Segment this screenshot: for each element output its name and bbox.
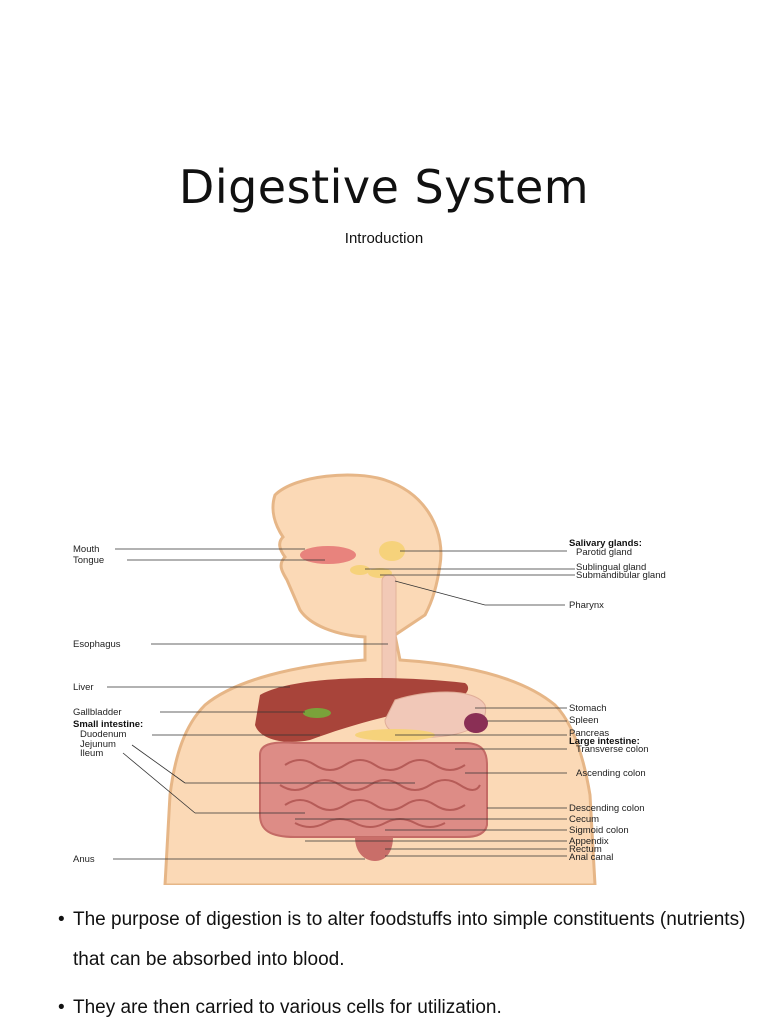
label-rectum: Rectum [569, 844, 602, 855]
label-anal-canal: Anal canal [569, 852, 613, 863]
digestive-system-diagram: Mouth Tongue Esophagus Liver Gallbladder… [55, 465, 735, 885]
label-small-intestine: Small intestine: [73, 719, 143, 730]
label-liver: Liver [73, 682, 94, 693]
label-pancreas: Pancreas [569, 728, 609, 739]
gallbladder-shape [303, 708, 331, 718]
bullet-item: The purpose of digestion is to alter foo… [58, 900, 748, 980]
label-spleen: Spleen [569, 715, 599, 726]
label-pharynx: Pharynx [569, 600, 604, 611]
mouth-tongue-shape [300, 546, 356, 564]
small-intestine-coils [279, 759, 481, 828]
bullet-list: The purpose of digestion is to alter foo… [58, 900, 748, 1036]
leader-lines [107, 548, 575, 860]
liver-shape [255, 678, 469, 742]
diagram-svg: Mouth Tongue Esophagus Liver Gallbladder… [73, 473, 666, 885]
label-stomach: Stomach [569, 703, 607, 714]
label-sublingual-gland: Sublingual gland [576, 562, 646, 573]
label-ascending-colon: Ascending colon [576, 768, 646, 779]
label-parotid-gland: Parotid gland [576, 547, 632, 558]
label-transverse-colon: Transverse colon [576, 744, 649, 755]
label-sigmoid-colon: Sigmoid colon [569, 825, 629, 836]
rectum-shape [355, 837, 393, 861]
label-cecum: Cecum [569, 814, 599, 825]
slide-title: Digestive System [178, 160, 590, 214]
esophagus-shape [381, 574, 397, 696]
label-anus: Anus [73, 854, 95, 865]
label-gallbladder: Gallbladder [73, 707, 122, 718]
label-large-intestine: Large intestine: [569, 736, 640, 747]
slide-subtitle: Introduction [344, 230, 424, 247]
label-duodenum: Duodenum [80, 729, 127, 740]
label-appendix: Appendix [569, 836, 609, 847]
label-descending-colon: Descending colon [569, 803, 645, 814]
bullet-item: They are then carried to various cells f… [58, 988, 748, 1028]
sublingual-gland-shape [350, 565, 370, 575]
spleen-shape [464, 713, 488, 733]
parotid-gland-shape [379, 541, 405, 561]
label-salivary-glands: Salivary glands: [569, 538, 642, 549]
label-jejunum: Jejunum [80, 739, 116, 750]
label-mouth: Mouth [73, 544, 99, 555]
label-esophagus: Esophagus [73, 639, 121, 650]
label-tongue: Tongue [73, 555, 104, 566]
label-submandibular-gland: Submandibular gland [576, 570, 666, 581]
label-ileum: Ileum [80, 748, 103, 759]
